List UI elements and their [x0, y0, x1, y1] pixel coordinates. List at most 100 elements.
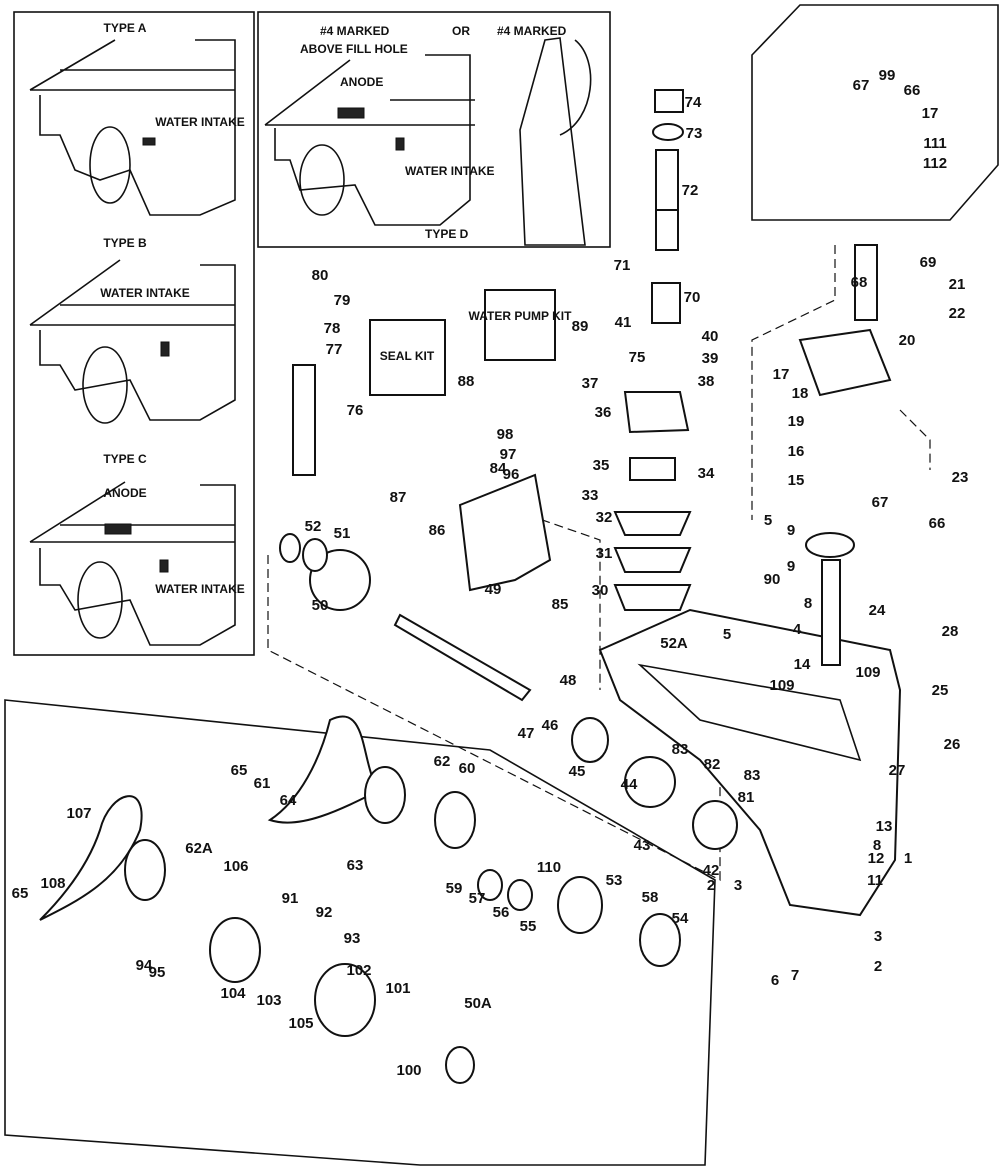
- part-callout-7: 7: [791, 967, 799, 984]
- part-callout-6: 6: [771, 972, 779, 989]
- part-callout-94: 94: [136, 957, 153, 974]
- part-callout-57: 57: [469, 890, 486, 907]
- gears-bearings: [209, 533, 738, 1084]
- part-callout-101: 101: [385, 980, 410, 997]
- part-callout-1: 1: [904, 850, 912, 867]
- part-callout-85: 85: [552, 596, 569, 613]
- part-callout-93: 93: [344, 930, 361, 947]
- part-callout-73: 73: [686, 125, 703, 142]
- part-callout-70: 70: [684, 289, 701, 306]
- seal-kit-box: SEAL KIT: [369, 319, 446, 396]
- part-callout-77: 77: [326, 341, 343, 358]
- part-callout-24: 24: [869, 602, 886, 619]
- part-callout-64: 64: [280, 792, 297, 809]
- part-callout-91: 91: [282, 890, 299, 907]
- part-callout-71: 71: [614, 257, 631, 274]
- part-callout-109: 109: [855, 664, 880, 681]
- part-callout-68: 68: [851, 274, 868, 291]
- gearcase-type-a: [29, 39, 236, 216]
- part-callout-3: 3: [734, 877, 742, 894]
- part-callout-83: 83: [672, 741, 689, 758]
- part-callout-104: 104: [220, 985, 246, 1002]
- part-callout-13: 13: [876, 818, 893, 835]
- type-d-or: OR: [452, 24, 470, 38]
- type-c-anode: ANODE: [103, 486, 146, 500]
- part-callout-81: 81: [738, 789, 755, 806]
- assembly-line: [751, 245, 836, 520]
- part-callout-35: 35: [593, 457, 610, 474]
- type-b-title: TYPE B: [103, 236, 147, 250]
- part-callout-86: 86: [429, 522, 446, 539]
- inset-tiller-parts: [751, 4, 999, 221]
- type-b-note: WATER INTAKE: [100, 286, 190, 300]
- part-callout-9: 9: [787, 558, 795, 575]
- part-callout-19: 19: [788, 413, 805, 430]
- part-callout-5: 5: [764, 512, 772, 529]
- part-callout-28: 28: [942, 623, 959, 640]
- part-callout-43: 43: [634, 837, 651, 854]
- part-callout-75: 75: [629, 349, 646, 366]
- part-callout-44: 44: [621, 776, 638, 793]
- kit-label: SEAL KIT: [380, 349, 435, 363]
- part-callout-37: 37: [582, 375, 599, 392]
- type-c-title: TYPE C: [103, 452, 147, 466]
- part-callout-112: 112: [923, 155, 947, 172]
- part-callout-110: 110: [537, 859, 561, 876]
- part-callout-105: 105: [288, 1015, 313, 1032]
- part-callout-17: 17: [922, 105, 939, 122]
- part-callout-89: 89: [572, 318, 589, 335]
- part-callout-65: 65: [231, 762, 248, 779]
- part-callout-52: 52: [305, 518, 322, 535]
- part-callout-97: 97: [500, 446, 517, 463]
- part-callout-107: 107: [66, 805, 91, 822]
- inset-types-abc: [13, 11, 255, 656]
- part-callout-67: 67: [872, 494, 889, 511]
- inset-propeller-parts: [4, 699, 716, 1166]
- pinion-gear: [805, 532, 855, 558]
- part-callout-100: 100: [396, 1062, 421, 1079]
- kit-label: WATER PUMP KIT: [469, 309, 573, 323]
- part-callout-50: 50: [312, 597, 329, 614]
- part-callout-16: 16: [788, 443, 805, 460]
- part-callout-23: 23: [952, 469, 969, 486]
- part-callout-49: 49: [485, 581, 502, 598]
- part-callout-41: 41: [615, 314, 632, 331]
- type-d-title: TYPE D: [425, 227, 469, 241]
- part-callout-48: 48: [560, 672, 577, 689]
- part-callout-34: 34: [698, 465, 715, 482]
- part-callout-15: 15: [788, 472, 805, 489]
- part-callout-54: 54: [672, 910, 689, 927]
- part-callout-9: 9: [787, 522, 795, 539]
- propeller: [39, 795, 166, 921]
- part-callout-96: 96: [503, 466, 520, 483]
- assembly-line: [527, 514, 601, 690]
- part-callout-95: 95: [149, 964, 166, 981]
- part-callout-103: 103: [256, 992, 281, 1009]
- part-callout-108: 108: [40, 875, 65, 892]
- part-callout-4: 4: [793, 621, 802, 638]
- part-callout-26: 26: [944, 736, 961, 753]
- part-callout-50A: 50A: [464, 995, 492, 1012]
- part-callout-109: 109: [769, 677, 794, 694]
- part-callout-79: 79: [334, 292, 351, 309]
- part-callout-27: 27: [889, 762, 906, 779]
- part-callout-38: 38: [698, 373, 715, 390]
- part-callout-90: 90: [764, 571, 781, 588]
- part-callout-2: 2: [874, 958, 882, 975]
- part-callout-92: 92: [316, 904, 333, 921]
- part-callout-98: 98: [497, 426, 514, 443]
- assembly-line: [267, 555, 721, 881]
- type-d-note: WATER INTAKE: [405, 164, 495, 178]
- part-callout-67: 67: [853, 77, 870, 94]
- part-callout-45: 45: [569, 763, 586, 780]
- part-callout-83: 83: [744, 767, 761, 784]
- part-callout-8: 8: [804, 595, 812, 612]
- gearcase-type-c: [29, 481, 236, 646]
- part-callout-25: 25: [932, 682, 949, 699]
- part-callout-56: 56: [493, 904, 510, 921]
- assembly-line: [899, 409, 931, 470]
- part-callout-87: 87: [390, 489, 407, 506]
- part-callout-40: 40: [702, 328, 719, 345]
- part-callout-31: 31: [596, 545, 613, 562]
- part-callout-8: 8: [873, 837, 881, 854]
